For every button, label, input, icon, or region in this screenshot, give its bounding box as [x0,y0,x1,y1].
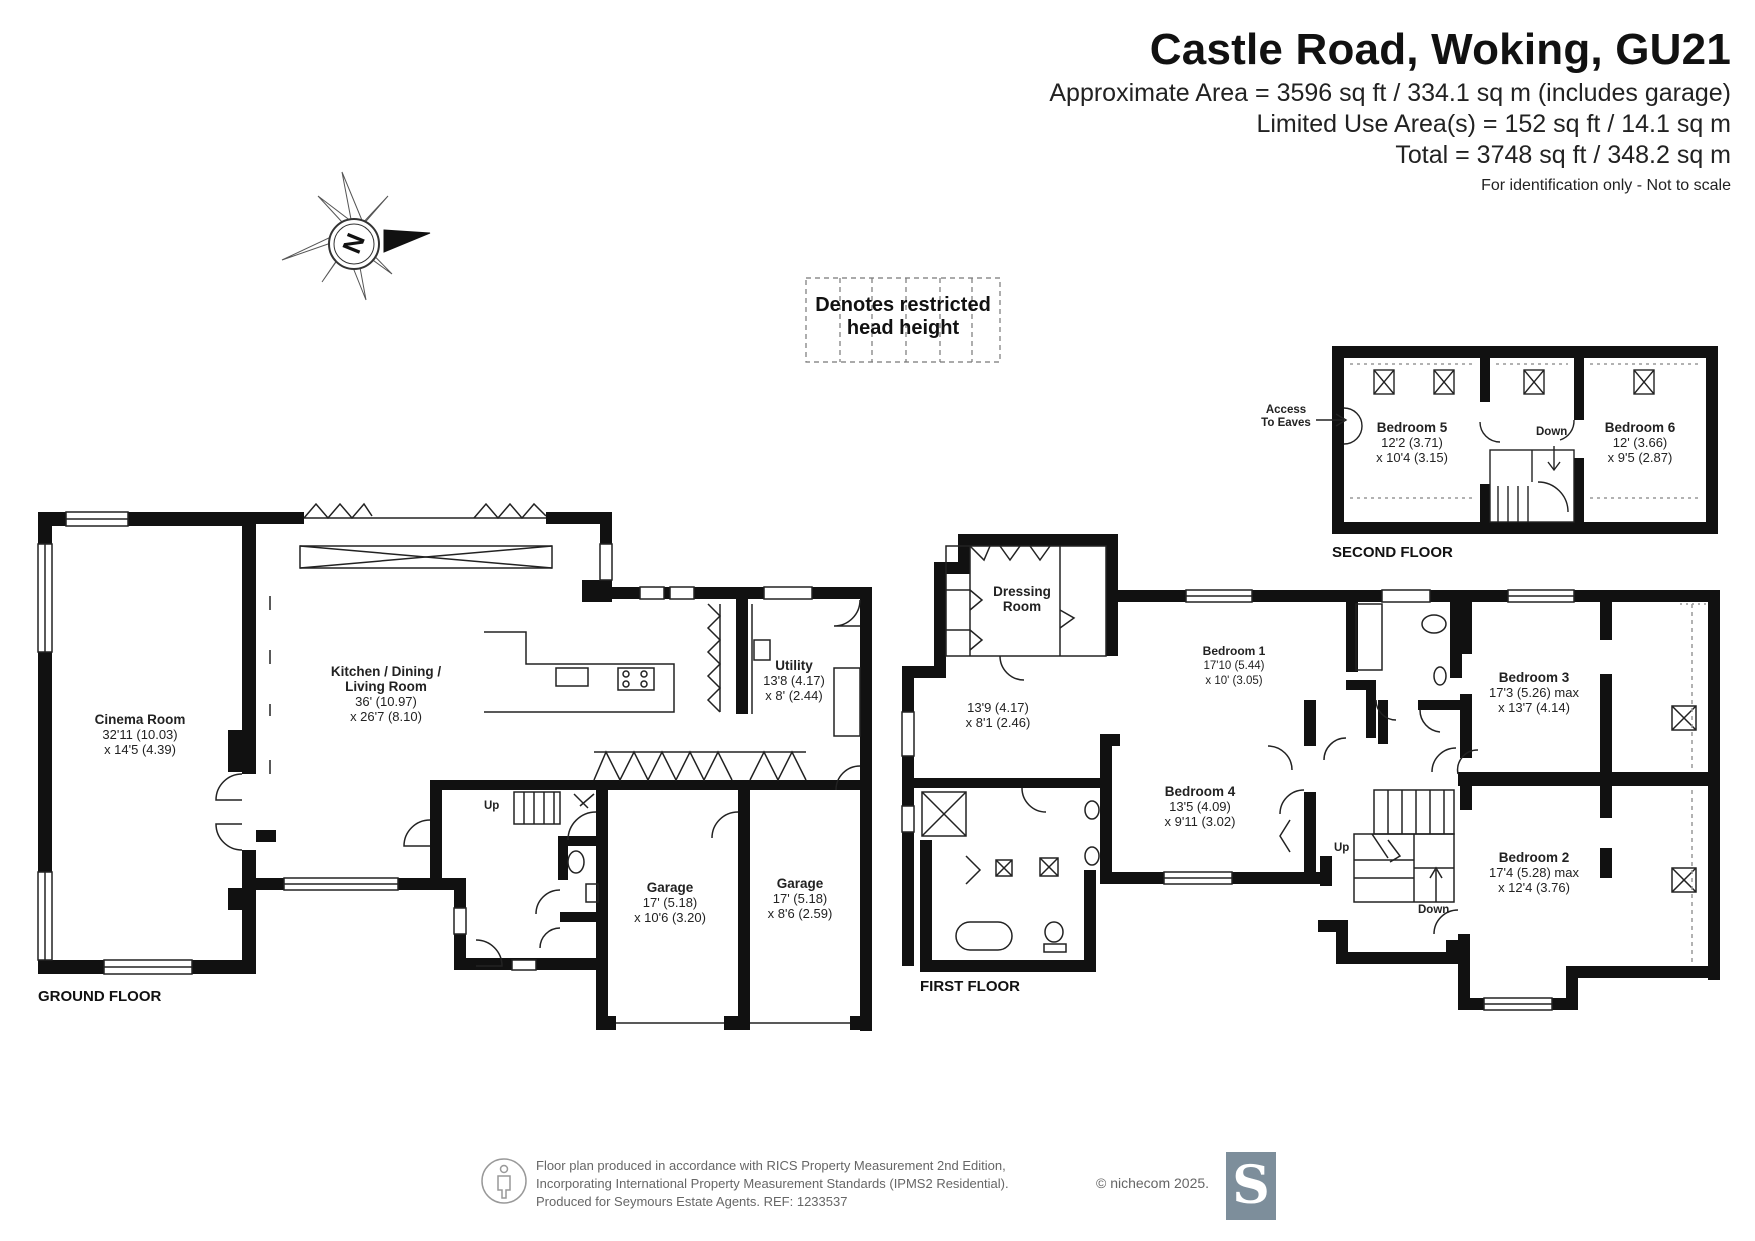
stairs-up-label-ground: Up [484,800,500,812]
second-floor-walls [1332,346,1718,534]
room-bedroom-2: Bedroom 2 17'4 (5.28) max x 12'4 (3.76) [1489,850,1579,895]
first-floor-label: FIRST FLOOR [920,978,1020,995]
second-floor-label: SECOND FLOOR [1332,544,1453,561]
second-floor-details [1316,363,1700,523]
restricted-height-legend: Denotes restricted head height [815,294,991,339]
north-arrow-icon [281,171,431,301]
stairs-up-label-first: Up [1334,842,1350,854]
person-scale-icon [481,1158,527,1204]
room-dressing: Dressing Room [993,584,1051,614]
first-floor-details [901,545,1706,1011]
room-first-landing: 13'9 (4.17) x 8'1 (2.46) [965,700,1031,730]
room-cinema: Cinema Room 32'11 (10.03) x 14'5 (4.39) [94,712,186,757]
first-floor-walls [902,534,1720,1010]
approximate-area: Approximate Area = 3596 sq ft / 334.1 sq… [1049,79,1731,107]
room-utility: Utility 13'8 (4.17) x 8' (2.44) [763,658,825,703]
room-bedroom-1: Bedroom 1 17'10 (5.44) x 10' (3.05) [1202,644,1266,687]
room-bedroom-5: Bedroom 5 12'2 (3.71) x 10'4 (3.15) [1376,420,1448,465]
room-bedroom-3: Bedroom 3 17'3 (5.26) max x 13'7 (4.14) [1489,670,1579,715]
room-garage-1: Garage 17' (5.18) x 10'6 (3.20) [634,880,706,925]
total-area: Total = 3748 sq ft / 348.2 sq m [1395,141,1731,169]
room-bedroom-6: Bedroom 6 12' (3.66) x 9'5 (2.87) [1604,420,1676,465]
ground-floor-walls [38,512,872,1031]
access-to-eaves-label: Access To Eaves [1261,404,1311,429]
identification-note: For identification only - Not to scale [1481,177,1731,194]
limited-use-area: Limited Use Area(s) = 152 sq ft / 14.1 s… [1256,110,1731,138]
stairs-down-label-second: Down [1536,426,1568,438]
ground-floor-label: GROUND FLOOR [38,988,162,1005]
copyright-text: © nichecom 2025. [1096,1175,1210,1191]
room-bedroom-4: Bedroom 4 13'5 (4.09) x 9'11 (3.02) [1164,784,1236,829]
ground-floor-details [37,502,861,1024]
plan-header: Castle Road, Woking, GU21 Approximate Ar… [1049,22,1731,199]
stairs-down-label-first: Down [1418,904,1450,916]
room-garage-2: Garage 17' (5.18) x 8'6 (2.59) [767,876,833,921]
estate-agent-logo: S [1226,1152,1276,1220]
restricted-height-legend-box [805,277,1001,363]
property-title: Castle Road, Woking, GU21 [1149,25,1731,74]
room-kitchen-dining-living: Kitchen / Dining / Living Room 36' (10.9… [330,664,442,724]
footer-disclaimer: Floor plan produced in accordance with R… [536,1158,1009,1209]
